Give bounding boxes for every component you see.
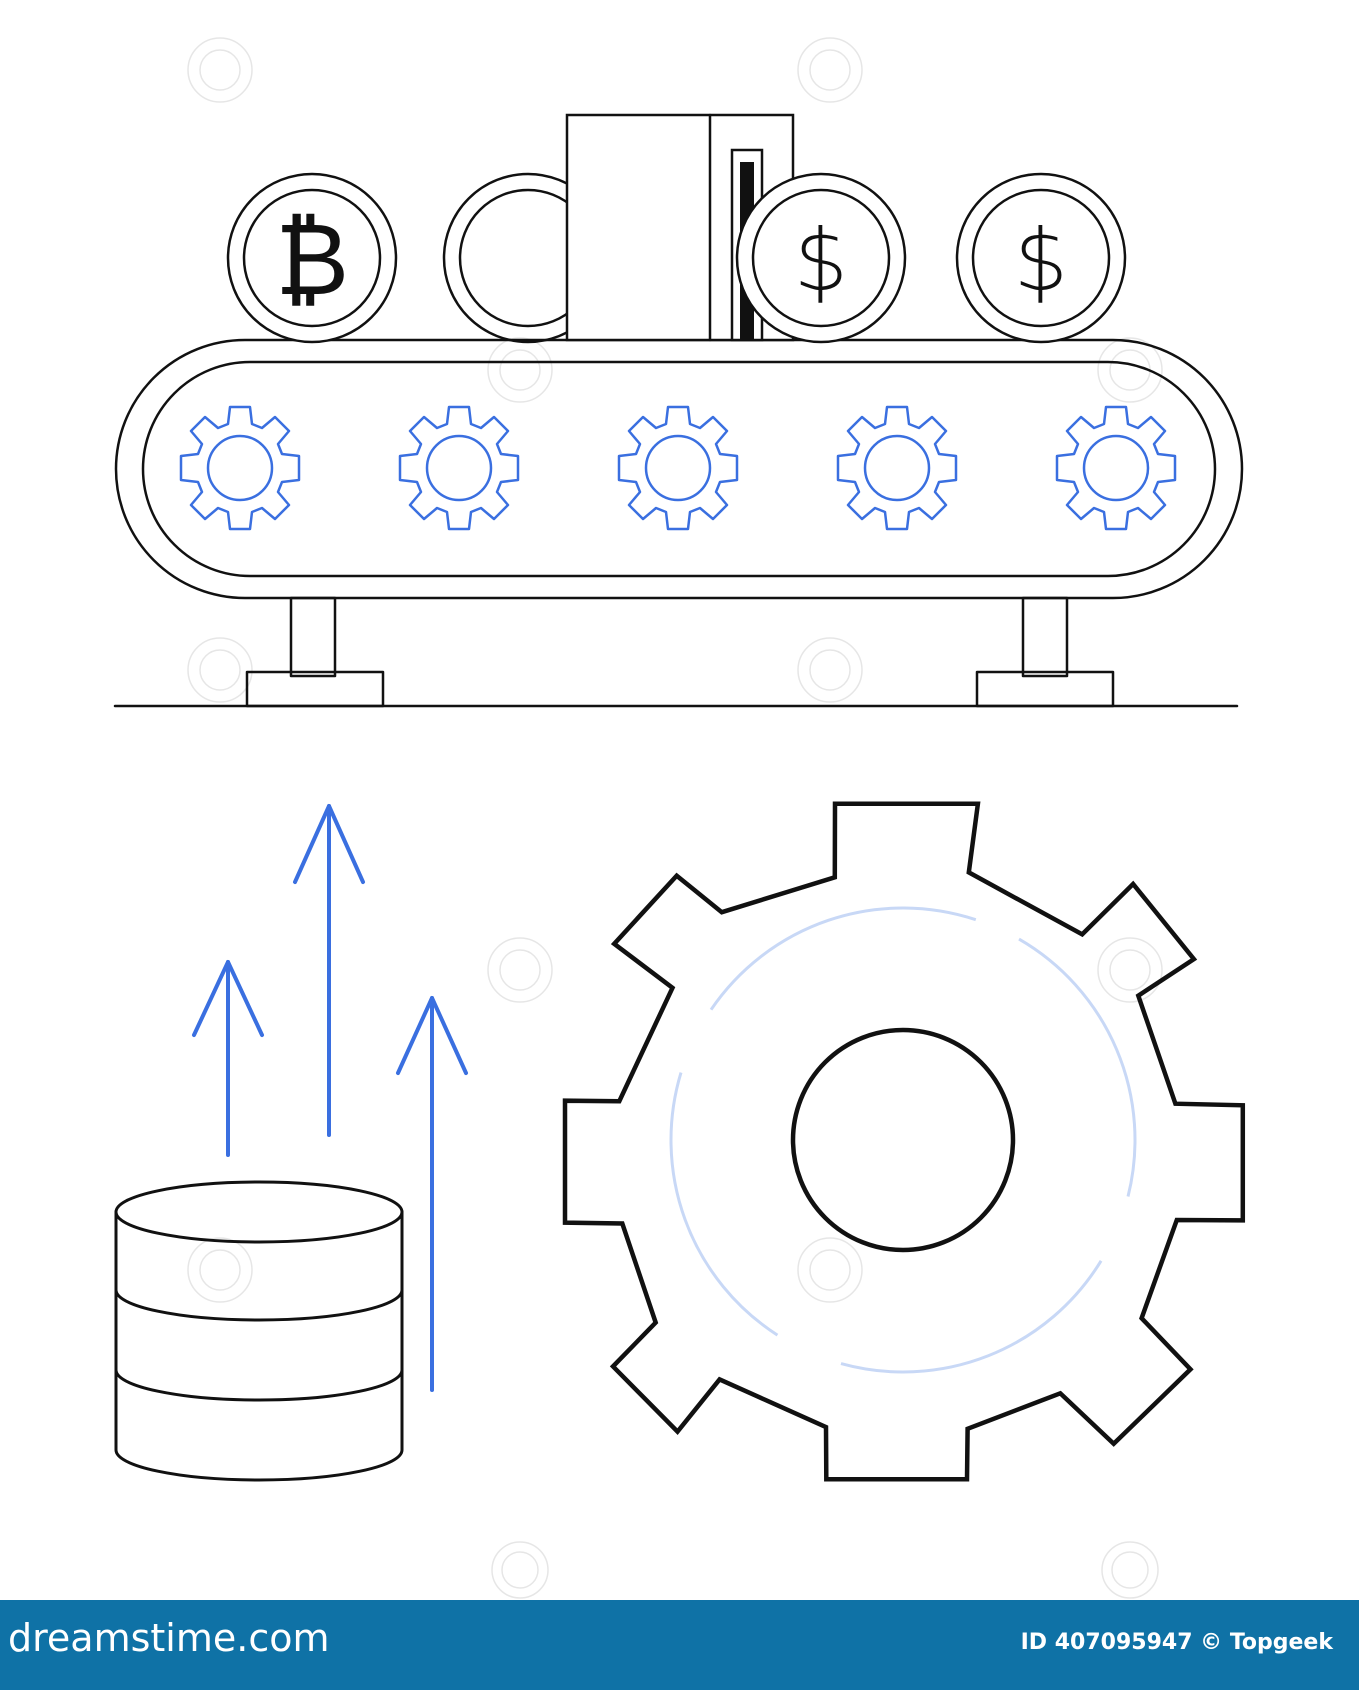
dollar-icon: $ — [794, 211, 849, 311]
illustration: ₿ $ $ — [113, 37, 1246, 1599]
brand-logo[interactable]: dreamstime.com — [8, 1616, 330, 1660]
belt-gears — [179, 405, 1177, 531]
gear-icon — [617, 405, 739, 531]
footer-bar: dreamstime.com ID 407095947 © Topgeek — [0, 1600, 1359, 1690]
bitcoin-coin: ₿ — [226, 172, 398, 344]
arrow-up-icon — [192, 960, 264, 1157]
database-icon — [114, 1180, 404, 1482]
right-leg — [1021, 596, 1069, 678]
arrow-up-icon — [396, 996, 468, 1392]
bitcoin-icon: ₿ — [275, 201, 349, 318]
gear-icon — [1055, 405, 1177, 531]
dollar-coin: $ — [955, 172, 1127, 344]
arrow-up-icon — [293, 804, 365, 1137]
gear-icon — [836, 405, 958, 531]
growth-arrows — [192, 804, 468, 1392]
gear-icon — [398, 405, 520, 531]
watermark — [187, 37, 1163, 1599]
large-gear-icon — [562, 801, 1246, 1482]
image-id-credit: ID 407095947 © Topgeek — [1020, 1630, 1333, 1655]
dollar-icon: $ — [1014, 211, 1069, 311]
gear-icon — [179, 405, 301, 531]
belt-inner — [141, 360, 1217, 578]
left-leg — [289, 596, 337, 678]
dollar-coin: $ — [735, 172, 907, 344]
belt-outer — [114, 338, 1244, 600]
conveyor-belt — [113, 338, 1244, 708]
coins: ₿ $ $ — [226, 113, 1127, 344]
